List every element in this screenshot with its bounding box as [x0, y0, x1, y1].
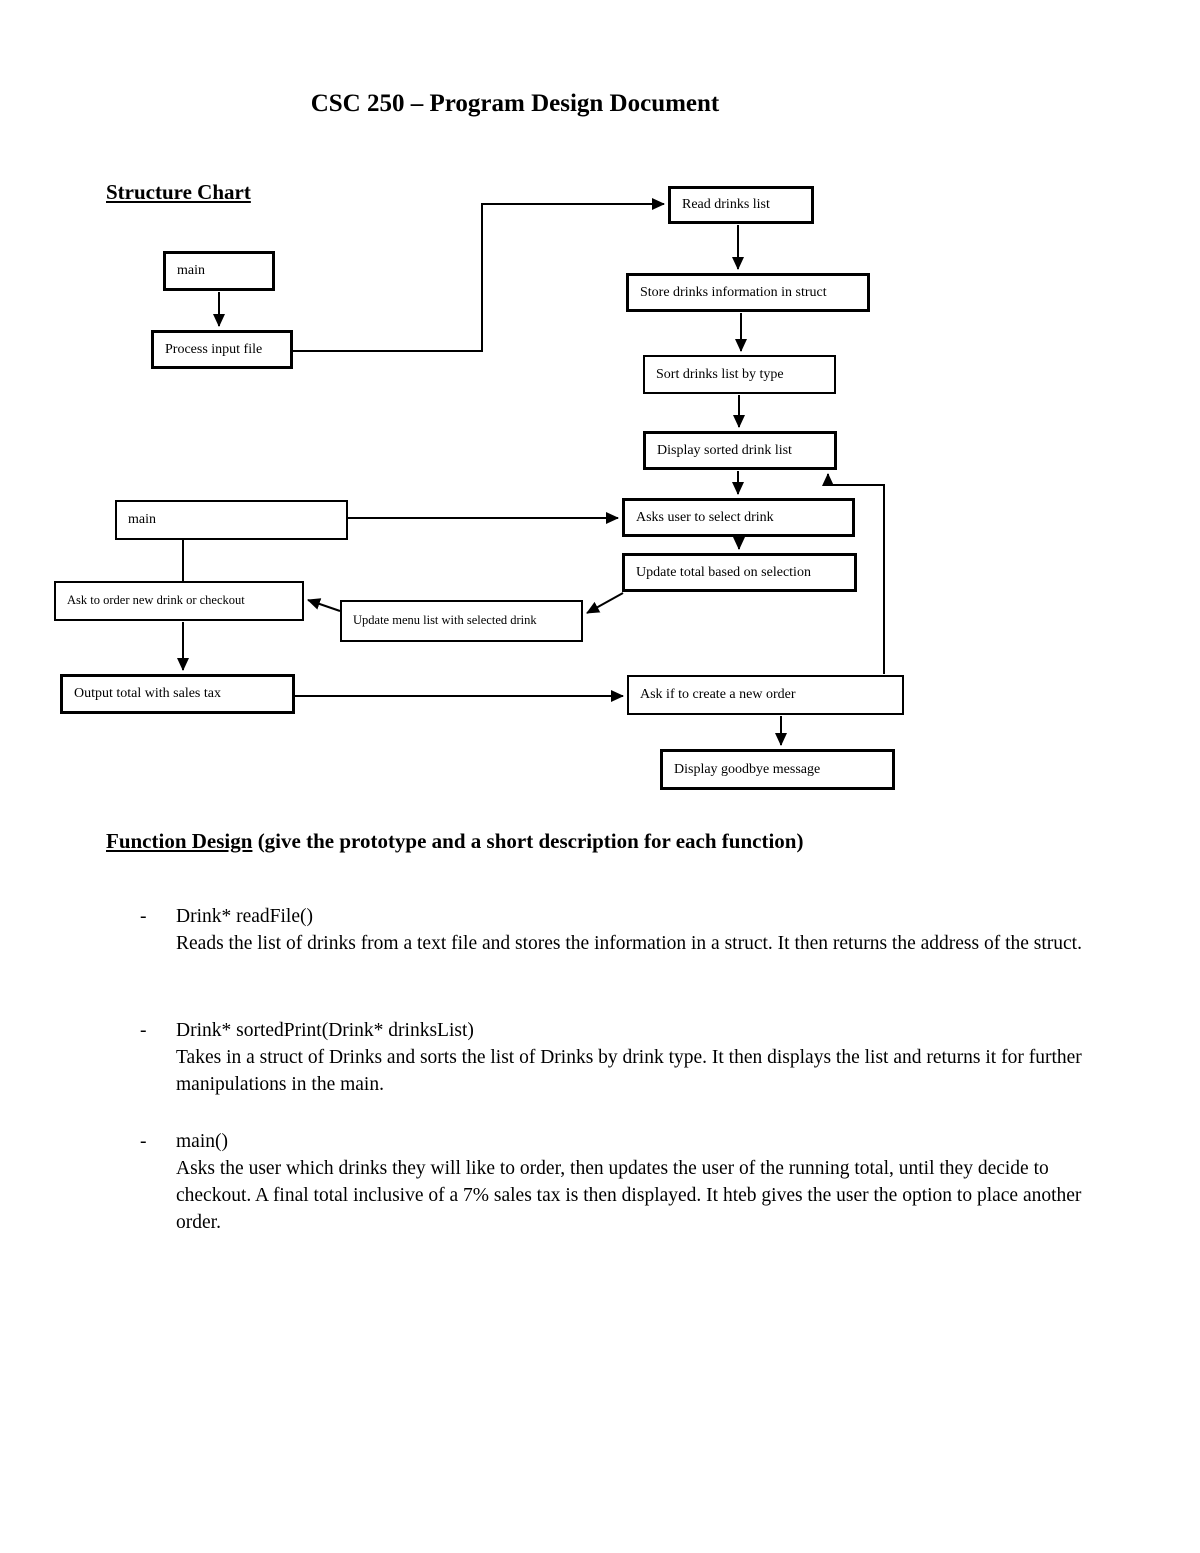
function-text: Drink* readFile() Reads the list of drin… [176, 903, 1115, 957]
bullet-dash: - [140, 1020, 147, 1041]
function-item-sortedprint: - Drink* sortedPrint(Drink* drinksList) … [140, 1017, 1115, 1098]
node-label: Display sorted drink list [657, 442, 792, 458]
bullet-dash: - [140, 906, 147, 927]
structure-chart-heading: Structure Chart [106, 180, 251, 204]
function-prototype: Drink* sortedPrint(Drink* drinksList) [176, 1020, 474, 1041]
node-label: Asks user to select drink [636, 509, 774, 525]
node-label: main [177, 263, 205, 279]
node-main-top: main [163, 251, 275, 291]
node-store-drinks-information: Store drinks information in struct [626, 273, 870, 312]
node-label: Store drinks information in struct [640, 284, 827, 300]
edge-update-total-to-update-menu [586, 592, 624, 614]
node-update-total: Update total based on selection [622, 553, 857, 592]
node-sort-drinks-list: Sort drinks list by type [643, 355, 836, 394]
node-output-total-sales-tax: Output total with sales tax [60, 674, 295, 714]
node-ask-order-or-checkout: Ask to order new drink or checkout [54, 581, 304, 621]
function-prototype: Drink* readFile() [176, 906, 313, 927]
node-label: Update total based on selection [636, 564, 811, 580]
node-main-mid: main [115, 500, 348, 540]
function-description: Reads the list of drinks from a text fil… [176, 933, 1082, 954]
edge-process-input-to-read-drinks [293, 198, 665, 352]
page-title: CSC 250 – Program Design Document [310, 90, 720, 117]
function-design-heading: Function Design (give the prototype and … [106, 829, 803, 854]
node-label: Ask to order new drink or checkout [67, 593, 245, 608]
node-display-sorted-drink-list: Display sorted drink list [643, 431, 837, 470]
function-prototype: main() [176, 1131, 228, 1152]
node-label: Read drinks list [682, 197, 770, 213]
edge-update-menu-to-ask-order [307, 598, 341, 612]
node-label: Ask if to create a new order [640, 687, 796, 703]
function-item-main: - main() Asks the user which drinks they… [140, 1128, 1115, 1236]
function-description: Takes in a struct of Drinks and sorts th… [176, 1047, 1082, 1095]
function-description: Asks the user which drinks they will lik… [176, 1158, 1082, 1233]
node-ask-create-new-order: Ask if to create a new order [627, 675, 904, 715]
node-label: Output total with sales tax [74, 686, 221, 702]
node-label: Sort drinks list by type [656, 366, 784, 382]
function-item-readfile: - Drink* readFile() Reads the list of dr… [140, 903, 1115, 957]
node-label: Process input file [165, 341, 263, 357]
node-label: main [128, 512, 156, 528]
node-update-menu-list: Update menu list with selected drink [340, 600, 583, 642]
node-label: Update menu list with selected drink [353, 613, 537, 628]
node-label: Display goodbye message [674, 761, 821, 777]
node-process-input-file: Process input file [151, 330, 293, 369]
node-display-goodbye-message: Display goodbye message [660, 749, 895, 790]
function-design-heading-note: (give the prototype and a short descript… [252, 829, 804, 853]
function-text: main() Asks the user which drinks they w… [176, 1128, 1115, 1236]
node-asks-user-select-drink: Asks user to select drink [622, 498, 855, 537]
bullet-dash: - [140, 1131, 147, 1152]
function-design-heading-title: Function Design [106, 829, 253, 853]
function-text: Drink* sortedPrint(Drink* drinksList) Ta… [176, 1017, 1115, 1098]
node-read-drinks-list: Read drinks list [668, 186, 814, 224]
